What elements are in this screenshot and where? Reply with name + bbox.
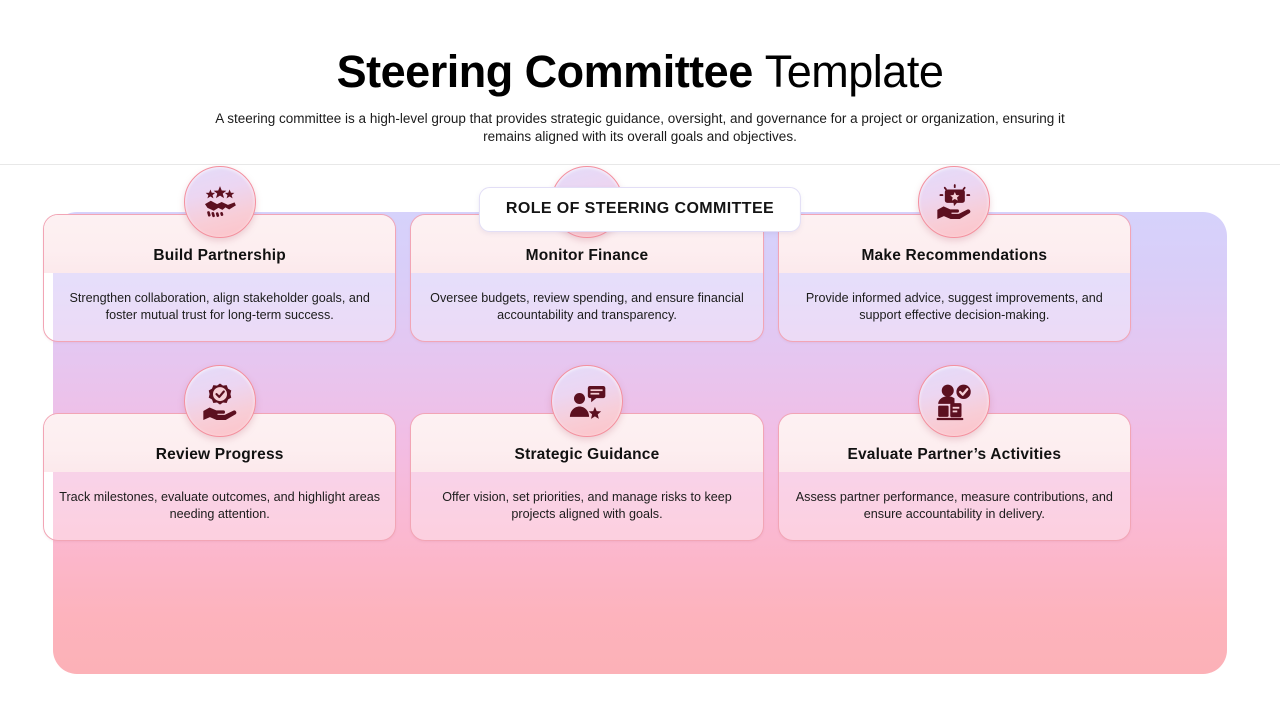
card-title: Evaluate Partner’s Activities: [847, 446, 1062, 463]
page-subtitle: A steering committee is a high-level gro…: [215, 111, 1065, 144]
card-body: Strengthen collaboration, align stakehol…: [44, 273, 396, 341]
page-header: Steering Committee Template A steering c…: [0, 0, 1280, 165]
section-heading-pill: ROLE OF STEERING COMMITTEE: [478, 187, 802, 232]
person-speech-star-icon: [550, 365, 623, 437]
card-body: Provide informed advice, suggest improve…: [778, 273, 1130, 341]
hand-star-bubble-icon: [918, 166, 991, 238]
card-strategic-guidance[interactable]: Strategic Guidance Offer vision, set pri…: [410, 365, 764, 541]
page-title-bold: Steering Committee: [336, 46, 754, 97]
card-inner: Strategic Guidance Offer vision, set pri…: [411, 414, 763, 540]
person-desk-check-icon: [918, 365, 991, 437]
card-evaluate-partners-activities[interactable]: Evaluate Partner’s Activities Assess par…: [777, 365, 1131, 541]
cards-grid: Build Partnership Strengthen collaborati…: [0, 165, 1174, 627]
card-inner: Build Partnership Strengthen collaborati…: [44, 215, 396, 341]
card-build-partnership[interactable]: Build Partnership Strengthen collaborati…: [43, 166, 397, 342]
card-description: Oversee budgets, review spending, and en…: [430, 290, 744, 323]
page-title-light: [753, 46, 765, 97]
card-description: Assess partner performance, measure cont…: [795, 489, 1113, 522]
cards-row-bottom: Review Progress Track milestones, evalua…: [43, 365, 1131, 612]
handshake-stars-icon: [183, 166, 256, 238]
content-stage: ROLE OF STEERING COMMITTEE: [0, 165, 1280, 720]
card-title: Monitor Finance: [525, 247, 649, 264]
card-title: Review Progress: [155, 446, 284, 463]
card-body: Offer vision, set priorities, and manage…: [411, 472, 763, 540]
card-body: Track milestones, evaluate outcomes, and…: [44, 472, 396, 540]
card-title: Strategic Guidance: [514, 446, 660, 463]
card-review-progress[interactable]: Review Progress Track milestones, evalua…: [43, 365, 397, 541]
card-description: Offer vision, set priorities, and manage…: [442, 489, 732, 522]
page-title-light-word: Template: [764, 46, 944, 97]
card-make-recommendations[interactable]: Make Recommendations Provide informed ad…: [777, 166, 1131, 342]
card-body: Oversee budgets, review spending, and en…: [411, 273, 763, 341]
hand-award-badge-icon: [183, 365, 256, 437]
card-title: Build Partnership: [153, 247, 286, 264]
page-title: Steering Committee Template: [0, 44, 1280, 100]
card-description: Provide informed advice, suggest improve…: [805, 290, 1103, 323]
card-body: Assess partner performance, measure cont…: [778, 472, 1130, 540]
card-description: Strengthen collaboration, align stakehol…: [69, 290, 370, 323]
card-inner: Evaluate Partner’s Activities Assess par…: [778, 414, 1130, 540]
card-monitor-finance[interactable]: Monitor Finance Oversee budgets, review …: [410, 166, 764, 342]
section-heading-label: ROLE OF STEERING COMMITTEE: [505, 200, 775, 217]
card-description: Track milestones, evaluate outcomes, and…: [59, 489, 381, 522]
card-title: Make Recommendations: [861, 247, 1048, 264]
